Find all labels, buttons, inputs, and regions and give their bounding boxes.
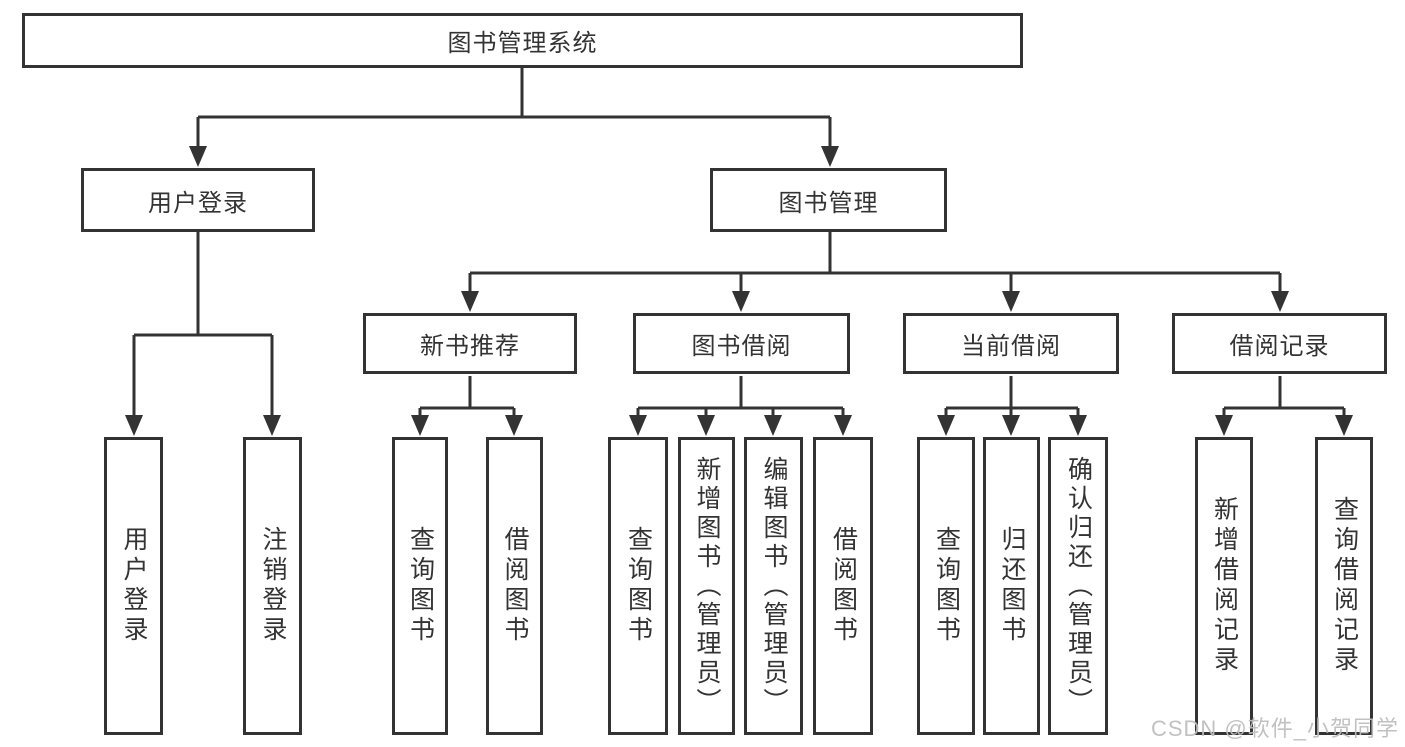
leaf-logout: 注销登录 [243,437,302,735]
node-book-management: 图书管理 [710,168,947,232]
node-borrowing-records: 借阅记录 [1172,313,1387,374]
node-label: 注销登录 [259,526,287,646]
node-label: 图书管理系统 [447,30,598,57]
node-user-login: 用户登录 [81,168,315,232]
node-label: 用户登录 [120,526,148,646]
node-current-borrowing: 当前借阅 [903,313,1119,374]
node-label: 新增图书（管理员） [693,455,721,717]
node-book-borrowing: 图书借阅 [633,313,850,374]
leaf-query-books-borrowing: 查询图书 [608,437,668,735]
leaf-edit-books-admin: 编辑图书（管理员） [744,437,803,735]
watermark: CSDN @软件_小贺同学 [1150,716,1399,741]
node-label: 借阅图书 [829,526,858,646]
leaf-confirm-return-admin: 确认归还（管理员） [1048,437,1108,735]
node-new-book-recommendation: 新书推荐 [363,313,577,374]
leaf-add-borrow-record: 新增借阅记录 [1195,437,1253,735]
node-label: 新书推荐 [420,333,520,360]
leaf-query-borrow-record: 查询借阅记录 [1315,437,1373,735]
node-label: 查询图书 [932,526,961,646]
node-library-management-system: 图书管理系统 [22,13,1023,68]
node-label: 新增借阅记录 [1210,496,1239,676]
leaf-add-books-admin: 新增图书（管理员） [678,437,735,735]
node-label: 查询图书 [624,526,653,646]
node-label: 图书借阅 [691,333,792,360]
leaf-return-books: 归还图书 [983,437,1040,735]
leaf-borrow-books-borrowing: 借阅图书 [813,437,873,735]
node-label: 借阅记录 [1229,333,1330,360]
leaf-query-books-recommendation: 查询图书 [392,437,448,735]
node-label: 当前借阅 [961,333,1061,360]
node-label: 用户登录 [148,189,248,217]
node-label: 查询借阅记录 [1330,496,1359,676]
node-label: 查询图书 [406,526,435,646]
node-label: 编辑图书（管理员） [760,455,788,717]
node-label: 借阅图书 [501,526,529,646]
leaf-user-login: 用户登录 [104,437,163,735]
leaf-borrow-books-recommendation: 借阅图书 [486,437,543,735]
leaf-query-books-current: 查询图书 [917,437,975,735]
node-label: 归还图书 [998,526,1026,646]
node-label: 确认归还（管理员） [1064,455,1093,717]
node-label: 图书管理 [778,189,879,217]
